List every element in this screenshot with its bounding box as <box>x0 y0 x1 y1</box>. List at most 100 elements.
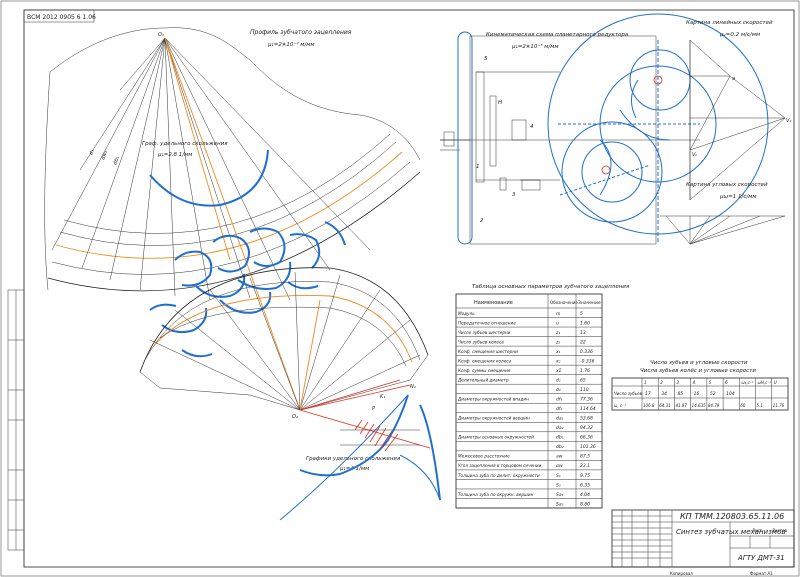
params-cell-value: 9.75 <box>580 473 590 479</box>
params-cell-value: 1.60 <box>580 320 590 326</box>
sheets-label: Листов <box>772 528 788 533</box>
params-cell-symbol: z₁ <box>555 331 560 336</box>
params-cell-name: Коэф. суммы смещения <box>458 368 511 373</box>
params-cell-symbol: db₂ <box>556 444 564 450</box>
scheme-title: Кинематическая схема планетарного редукт… <box>486 32 629 38</box>
params-cell-value: 6.35 <box>580 482 590 488</box>
ratio-w-value: 5.1 <box>757 403 763 408</box>
sliding-graph-title: Графики удельного скольжения <box>306 456 401 462</box>
params-table-title: Таблица основных параметров зубчатого за… <box>472 284 630 290</box>
params-cell-value: 4.04 <box>580 492 590 498</box>
angular-scale: μω=1 1/с/мм <box>719 194 757 200</box>
velocity-scale: μᵥ=0.2 м/с/мм <box>719 32 760 38</box>
params-cell-symbol: aw <box>556 455 563 460</box>
tooth-profiles <box>149 221 346 358</box>
params-cell-name: Угол зацепления в торцовом сечении <box>458 463 542 468</box>
profiling-scale: μ₁=2∗10⁻⁴ м/мм <box>267 41 315 48</box>
stamp-corner-text: ВСМ 2012 0905 6 1.06 <box>27 14 96 21</box>
params-cell-name: Толщина зуба по делит. окружности <box>458 473 540 478</box>
inner-frame <box>23 9 795 568</box>
params-cell-symbol: da₁ <box>556 416 564 422</box>
ray-label-3: db₁ <box>112 156 120 166</box>
link-label-5: 5 <box>484 56 488 62</box>
ratio-row-label-w: ω, с⁻¹ <box>614 403 626 408</box>
profiling-title: Профиль зубчатого зацепления <box>250 29 352 36</box>
link-label-2: 2 <box>480 218 484 224</box>
params-cell-symbol: z₂ <box>555 340 560 345</box>
stamp-corner: ВСМ 2012 0905 6 1.06 <box>23 9 96 23</box>
params-cell-name: Диаметры окружностей впадин <box>457 397 529 402</box>
sheet-label: Лист <box>752 528 763 533</box>
footer-copied: Копировал <box>670 571 693 576</box>
params-cell-symbol: d₁ <box>556 378 561 384</box>
ratio-header: 4 <box>693 380 696 385</box>
velocity-label-vh: Vₕ <box>692 152 697 158</box>
params-cell-name: Коэф. смещения шестерни <box>458 349 518 354</box>
link-label-h: H <box>498 100 502 106</box>
ratio-w-value: 11.76 <box>773 403 785 408</box>
params-cell-symbol: S₁ <box>556 473 561 479</box>
velocity-triangle <box>689 39 786 201</box>
planetary-mechanism: Кинематическая схема планетарного редукт… <box>440 13 791 245</box>
org-name: АГТУ ДМТ-31 <box>737 554 785 562</box>
params-cell-value: 65 <box>580 378 586 384</box>
title-block: КП ТММ.120803.65.11.06 Синтез зубчатых м… <box>611 509 795 568</box>
params-cell-value: 23.1 <box>580 463 590 469</box>
pinion-rays <box>51 37 371 411</box>
params-cell-symbol: Sa₂ <box>556 501 564 507</box>
label-p: P <box>372 406 375 412</box>
params-cell-value: -0.336 <box>580 358 595 364</box>
ratio-z-value: 16 <box>694 391 700 397</box>
ratio-header: 5 <box>709 380 712 385</box>
params-cell-symbol: x₁ <box>555 350 561 355</box>
params-cell-symbol: d₂ <box>556 387 561 393</box>
params-cell-value: 1.76 <box>580 368 590 374</box>
ratio-z-value: 17 <box>645 391 651 397</box>
velocity-label-va: a <box>732 76 735 82</box>
params-table-group: Таблица основных параметров зубчатого за… <box>455 284 630 509</box>
ratio-row-label-z: Число зубьев <box>614 391 643 396</box>
label-o1: O₁ <box>158 32 164 38</box>
ratio-table-subtitle: Числа зубьев колёс и угловые скорости <box>640 368 756 374</box>
link-label-4: 4 <box>530 124 534 130</box>
ratio-header: 6 <box>725 380 728 385</box>
footer-format: Формат А1 <box>750 571 773 576</box>
params-cell-value: 22 <box>580 339 586 345</box>
scheme-scale: μ₁=2∗10⁻³ м/мм <box>511 43 559 50</box>
doc-title: Синтез зубчатых механизмов <box>676 528 785 536</box>
circle-graph-scale: μ₁=2.8 1/мм <box>157 152 192 158</box>
params-cell-value: 94.32 <box>580 425 593 431</box>
params-cell-name: Передаточное отношение <box>458 320 516 325</box>
params-cell-value: 13 <box>580 330 586 336</box>
params-cell-symbol: Sa₁ <box>556 492 564 498</box>
params-cell-name: Делительный диаметр <box>457 378 509 383</box>
ratio-header: 3 <box>676 380 679 385</box>
label-o2: O₂ <box>292 414 298 420</box>
ratio-table-title: Число зубьев и угловые скорости <box>650 360 748 366</box>
params-cell-symbol: da₂ <box>556 425 564 431</box>
params-col-symbol: Обозначение <box>550 300 578 305</box>
params-cell-name: Диаметры окружностей вершин <box>457 416 530 421</box>
params-cell-symbol: xΣ <box>555 368 562 374</box>
ray-label-2: dw₁ <box>100 150 109 161</box>
label-k: K₁ <box>380 394 385 400</box>
wheel-rays <box>149 271 421 411</box>
velocity-label-vb: V₁ <box>786 118 791 124</box>
ratio-w-value: 14.635 <box>692 403 706 408</box>
link-label-3: 3 <box>512 192 516 198</box>
params-cell-symbol: S₂ <box>556 482 561 488</box>
ratio-z-value: 34 <box>661 391 667 397</box>
ratio-w-value: 64.31 <box>659 403 670 408</box>
ratio-z-value: 52 <box>710 391 716 397</box>
link-1-ring <box>457 31 473 245</box>
hatched-area <box>354 419 399 452</box>
params-cell-value: 5 <box>580 311 583 317</box>
params-cell-name: Модуль <box>458 311 475 316</box>
params-cell-symbol: u <box>556 321 559 326</box>
params-cell-name: Толщина зуба по окружн. вершин <box>458 492 534 497</box>
params-cell-value: 77.36 <box>580 397 593 403</box>
